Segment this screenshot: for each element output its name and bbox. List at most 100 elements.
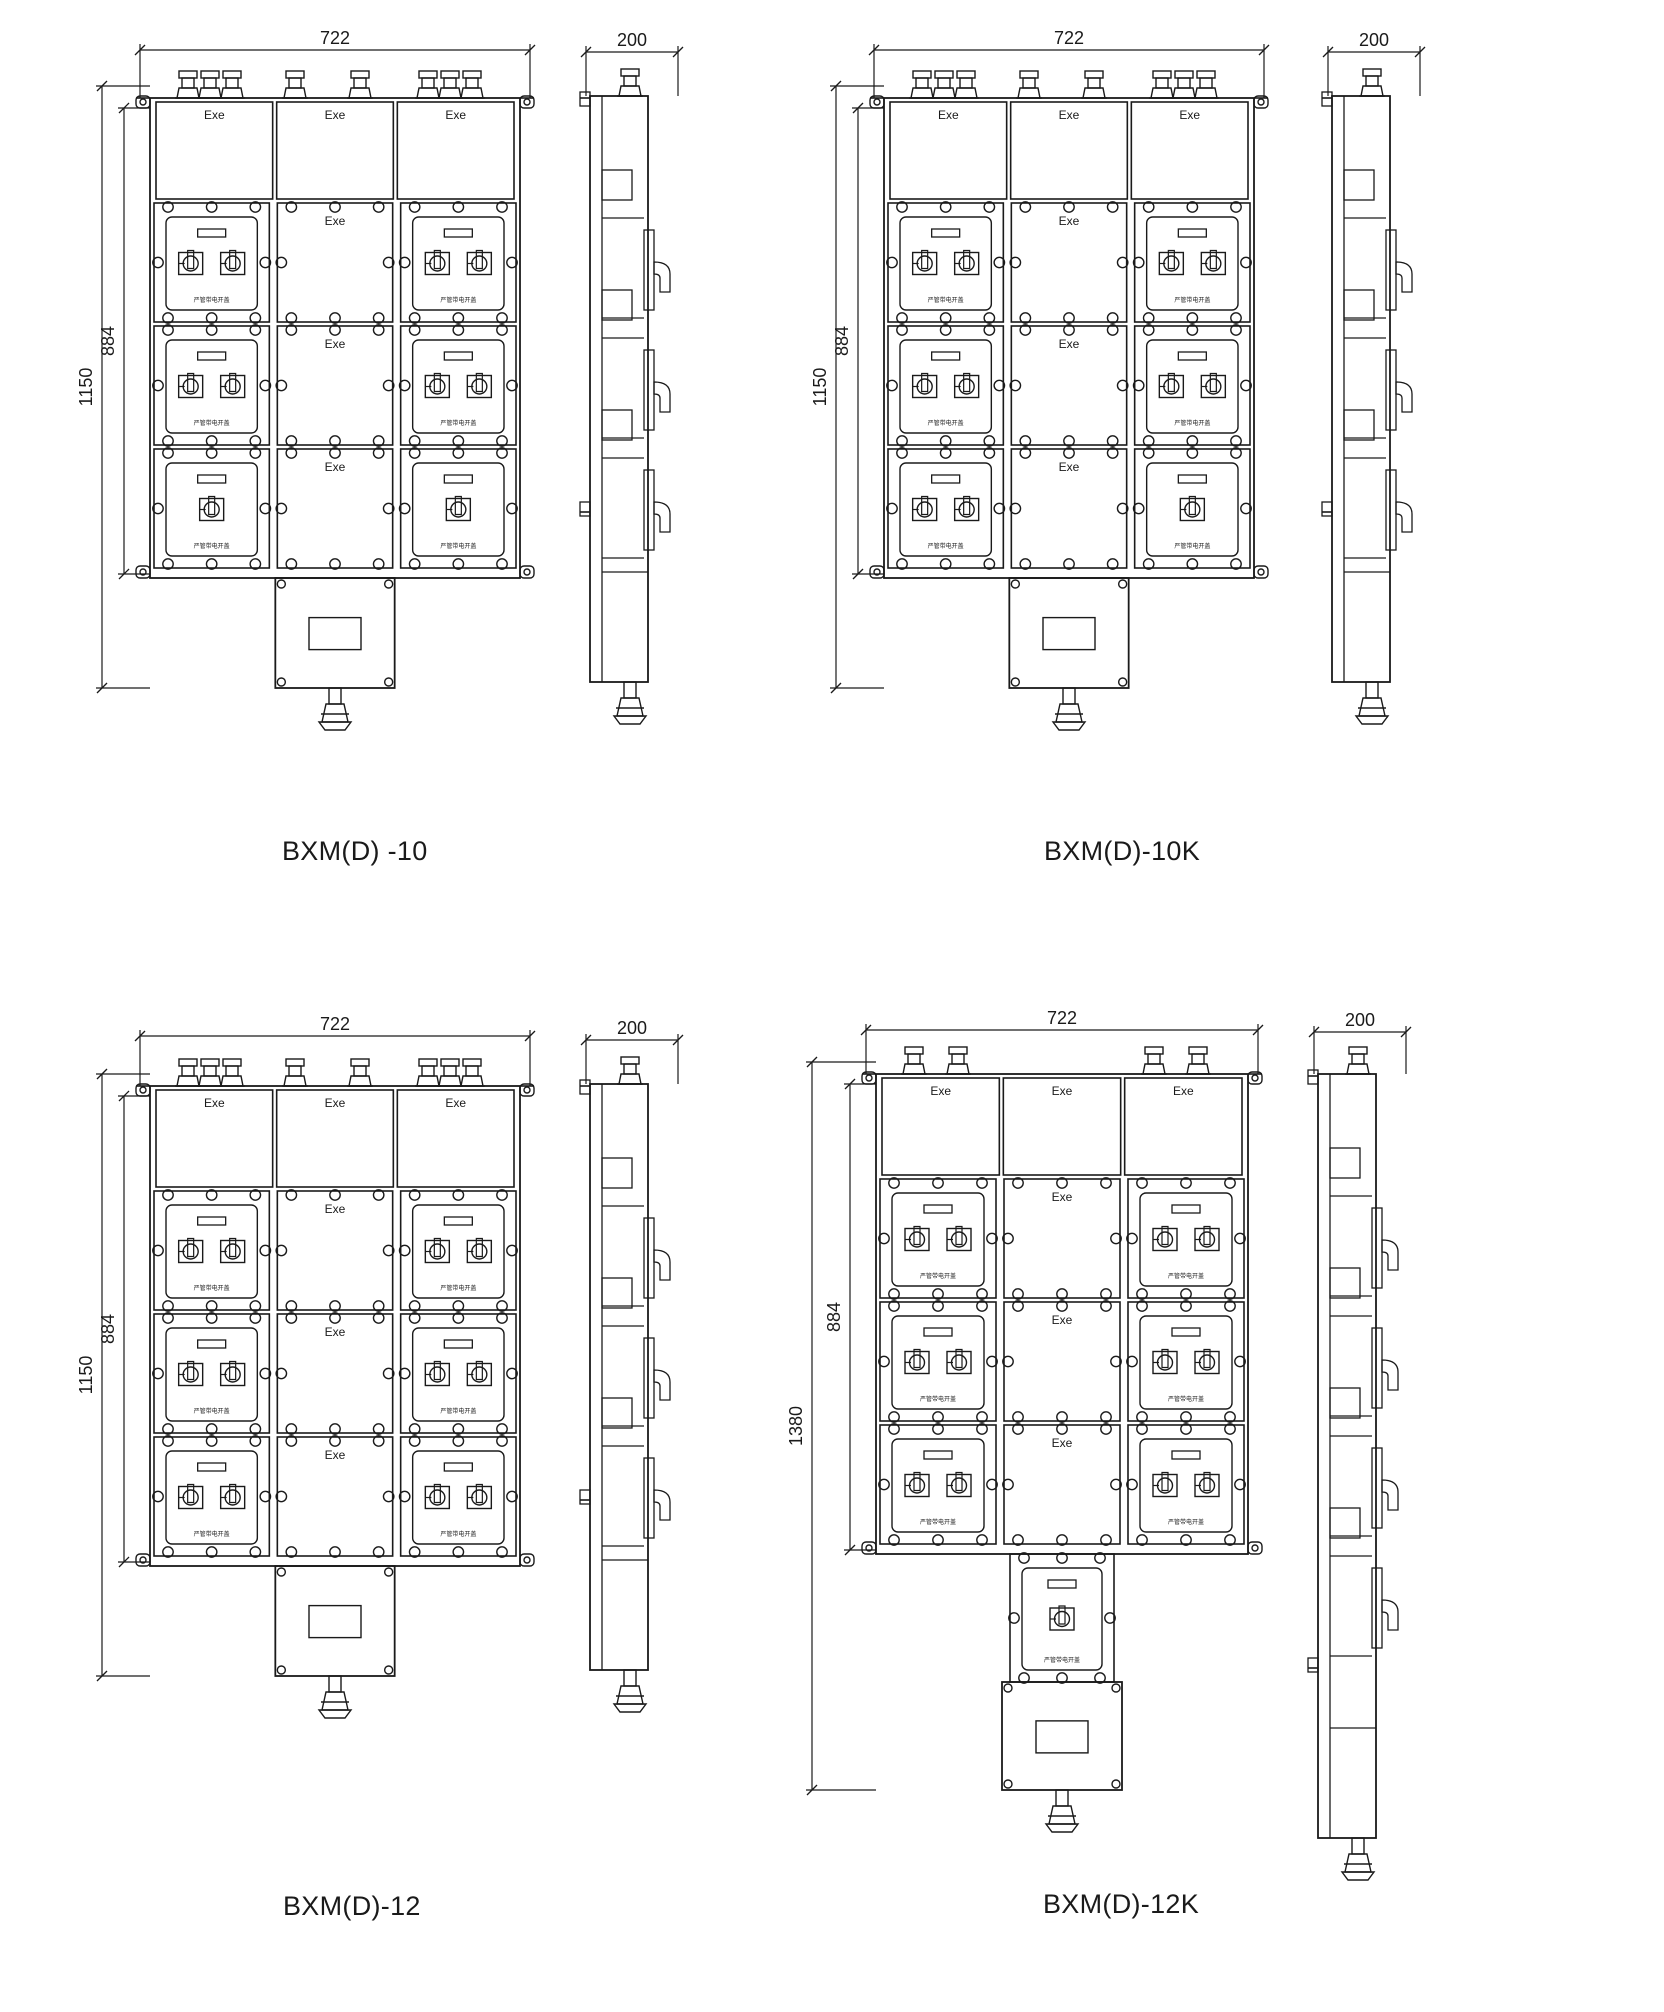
rotary-switch-icon	[1194, 1225, 1220, 1252]
cover-bolt	[1063, 558, 1075, 570]
mounting-lug	[519, 1553, 535, 1567]
cover-bolt	[496, 201, 508, 213]
cover-bolt	[896, 312, 908, 324]
cover-bolt	[878, 1478, 890, 1491]
dimension-horizontal: 200	[1308, 1010, 1412, 1074]
incoming-box	[274, 1565, 396, 1677]
cover-bolt	[249, 324, 262, 336]
terminal-module: Exe	[275, 1435, 395, 1558]
terminal-module: Exe	[1002, 1300, 1122, 1423]
rotary-switch-icon	[1179, 495, 1206, 522]
switch-label: 严管带电开盖	[920, 1395, 956, 1403]
cover-bolt	[329, 1312, 341, 1324]
switch-label: 严管带电开盖	[920, 1518, 956, 1526]
cover-bolt	[1234, 1478, 1246, 1491]
mounting-lug	[1253, 565, 1269, 579]
cover-bolt	[1180, 1534, 1192, 1546]
cover-bolt	[408, 1189, 421, 1201]
cover-bolt	[939, 324, 952, 336]
cover-bolt	[1002, 1478, 1014, 1491]
cover-bolt	[939, 558, 952, 570]
cover-bolt	[162, 447, 174, 459]
cover-bolt	[896, 324, 908, 336]
rotary-switch-icon	[953, 372, 980, 399]
cover-bolt	[1224, 1534, 1236, 1546]
side-view-bxm-d-10: 200	[579, 30, 684, 725]
cover-bolt	[1063, 435, 1075, 447]
cover-bolt	[205, 1189, 218, 1201]
cover-bolt	[285, 1435, 298, 1447]
cover-bolt	[1234, 1232, 1246, 1245]
nameplate	[443, 228, 473, 238]
switch-module: 严管带电开盖	[398, 324, 518, 447]
cover-bolt	[496, 1435, 508, 1447]
cover-bolt	[1056, 1300, 1068, 1312]
module-label-exe: Exe	[938, 108, 959, 122]
cover-bolt	[993, 379, 1006, 392]
cover-bolt	[496, 558, 508, 570]
rotary-switch-icon	[466, 372, 493, 399]
switch-cover	[411, 1450, 505, 1545]
cover-bolt	[329, 1189, 341, 1201]
cover-bolt	[162, 1189, 174, 1201]
cover-bolt	[1056, 1411, 1068, 1423]
switch-module: 严管带电开盖	[1126, 1177, 1246, 1300]
terminal-module: Exe	[275, 1312, 395, 1435]
cover-bolt	[888, 1177, 900, 1189]
cover-bolt	[1106, 312, 1119, 324]
switch-cover	[899, 339, 993, 434]
rotary-switch-icon	[946, 1225, 972, 1252]
cover-bolt	[496, 1189, 508, 1201]
module-label-exe: Exe	[1052, 1436, 1073, 1450]
terminal-module: Exe	[1009, 447, 1129, 570]
cover-bolt	[152, 1490, 164, 1503]
cover-bolt	[1186, 558, 1199, 570]
cover-bolt	[506, 1244, 518, 1257]
cover-bolt	[496, 324, 508, 336]
switch-label: 严管带电开盖	[440, 1284, 476, 1292]
cover-bolt	[1142, 447, 1155, 459]
cover-bolt	[1019, 324, 1032, 336]
rotary-switch-icon	[219, 1237, 246, 1264]
switch-module: 严管带电开盖	[398, 447, 518, 570]
side-handle	[601, 1397, 671, 1547]
cover-bolt	[496, 435, 508, 447]
caption-bxm-d-10k: BXM(D)-10K	[1044, 836, 1201, 866]
cover-bolt	[1106, 324, 1119, 336]
caption-bxm-d-10: BXM(D) -10	[282, 836, 428, 866]
cover-bolt	[1019, 558, 1032, 570]
cover-bolt	[285, 1312, 298, 1324]
switch-label: 严管带电开盖	[1174, 542, 1210, 550]
cover-bolt	[983, 447, 996, 459]
cover-bolt	[939, 435, 952, 447]
cable-gland	[953, 70, 979, 99]
cover-bolt	[1136, 1300, 1148, 1312]
cover-bolt	[1019, 312, 1032, 324]
nameplate	[443, 1462, 473, 1472]
cable-gland	[175, 1058, 201, 1087]
switch-module: 严管带电开盖	[1132, 324, 1252, 447]
rotary-switch-icon	[219, 1360, 246, 1387]
cover-bolt	[398, 1244, 411, 1257]
module-label-exe: Exe	[445, 108, 466, 122]
rotary-switch-icon	[424, 1483, 451, 1510]
cover-bolt	[1136, 1423, 1148, 1435]
module-label-exe: Exe	[1179, 108, 1200, 122]
cover-bolt	[1240, 256, 1252, 269]
cover-bolt	[152, 379, 164, 392]
switch-module: 严管带电开盖	[152, 1189, 272, 1312]
cover-bolt	[1186, 312, 1199, 324]
switch-cover	[411, 462, 505, 557]
cover-bolt	[1126, 1232, 1138, 1245]
cover-bolt	[1100, 1423, 1112, 1435]
switch-label: 严管带电开盖	[920, 1272, 956, 1280]
cover-bolt	[275, 379, 288, 392]
switch-module: 严管带电开盖	[152, 324, 272, 447]
cover-bolt	[1106, 201, 1119, 213]
junction-box	[1130, 101, 1249, 200]
switch-label: 严管带电开盖	[928, 542, 964, 550]
switch-module: 严管带电开盖	[886, 324, 1006, 447]
switch-module: 严管带电开盖	[1008, 1552, 1116, 1684]
